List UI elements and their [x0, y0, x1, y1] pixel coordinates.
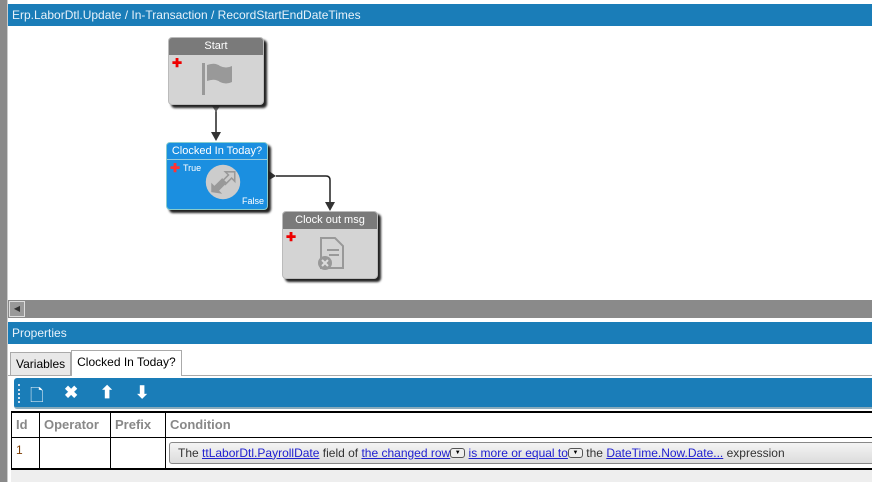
true-label: True	[183, 163, 202, 173]
node-title: Clocked In Today?	[167, 143, 267, 160]
table-row[interactable]: 1 The ttLaborDtl.PayrollDate field of th…	[11, 436, 872, 470]
condition-text: field of	[322, 445, 359, 460]
table-footer	[11, 470, 872, 482]
column-header-operator: Operator	[39, 411, 111, 438]
workflow-title: Erp.LaborDtl.Update / In-Transaction / R…	[8, 4, 872, 26]
connectors	[211, 106, 335, 211]
output-port	[212, 106, 220, 112]
add-icon[interactable]: ✚	[172, 56, 183, 70]
cell-id: 1	[11, 436, 40, 470]
row-link[interactable]: the changed row	[361, 445, 451, 460]
tab-divider	[8, 375, 872, 376]
node-title: Start	[169, 38, 263, 55]
move-down-icon[interactable]: ⬇	[135, 383, 150, 402]
false-label: False	[241, 196, 264, 206]
column-header-prefix: Prefix	[110, 411, 166, 438]
arrow-head	[325, 202, 335, 211]
horizontal-scrollbar[interactable]: ◀	[8, 300, 872, 318]
add-icon[interactable]: ✚	[286, 230, 297, 244]
delete-icon[interactable]: ✖	[64, 383, 79, 402]
output-port	[269, 171, 276, 180]
move-up-icon[interactable]: ⬆	[100, 383, 115, 402]
condition-text: The	[178, 445, 199, 460]
tab-clocked-in-today[interactable]: Clocked In Today?	[71, 350, 182, 376]
column-header-id: Id	[11, 411, 40, 438]
conditions-table: Id Operator Prefix Condition 1 The ttLab…	[11, 411, 872, 470]
condition-text: expression	[726, 445, 785, 460]
clock-out-msg-node[interactable]: Clock out msg ✚	[282, 211, 378, 279]
add-icon[interactable]: ✚	[170, 161, 181, 175]
flag-icon	[202, 63, 232, 95]
condition-text: the	[586, 445, 603, 460]
cell-operator[interactable]	[39, 436, 111, 470]
message-error-icon	[318, 237, 344, 270]
operator-link[interactable]: is more or equal to	[468, 445, 568, 460]
decision-arrows-icon	[205, 164, 241, 200]
tab-variables[interactable]: Variables	[10, 352, 72, 376]
properties-header: Properties	[8, 322, 872, 344]
column-header-condition: Condition	[165, 411, 872, 438]
expression-link[interactable]: DateTime.Now.Date...	[606, 445, 724, 460]
arrow-head	[211, 132, 221, 141]
field-link[interactable]: ttLaborDtl.PayrollDate	[202, 445, 320, 460]
toolbar-grip[interactable]	[18, 384, 20, 403]
start-node[interactable]: Start ✚	[168, 37, 264, 105]
scroll-left-button[interactable]: ◀	[9, 301, 25, 317]
condition-expression: The ttLaborDtl.PayrollDate field of the …	[169, 441, 872, 464]
properties-tabs: Variables Clocked In Today?	[10, 350, 182, 376]
new-icon[interactable]: 🗋	[30, 386, 44, 405]
node-title: Clock out msg	[283, 212, 377, 229]
connector-false-msg	[276, 175, 331, 209]
conditions-toolbar: 🗋 ✖ ⬆ ⬇	[14, 378, 872, 409]
operator-dropdown-icon[interactable]: ▼	[567, 448, 583, 459]
left-panel-edge	[0, 0, 8, 482]
workflow-canvas[interactable]: Start ✚ Clocked In Today? ✚ True False C…	[8, 26, 872, 300]
decision-node[interactable]: Clocked In Today? ✚ True False	[166, 142, 268, 210]
row-dropdown-icon[interactable]: ▼	[450, 448, 466, 459]
cell-prefix[interactable]	[110, 436, 166, 470]
